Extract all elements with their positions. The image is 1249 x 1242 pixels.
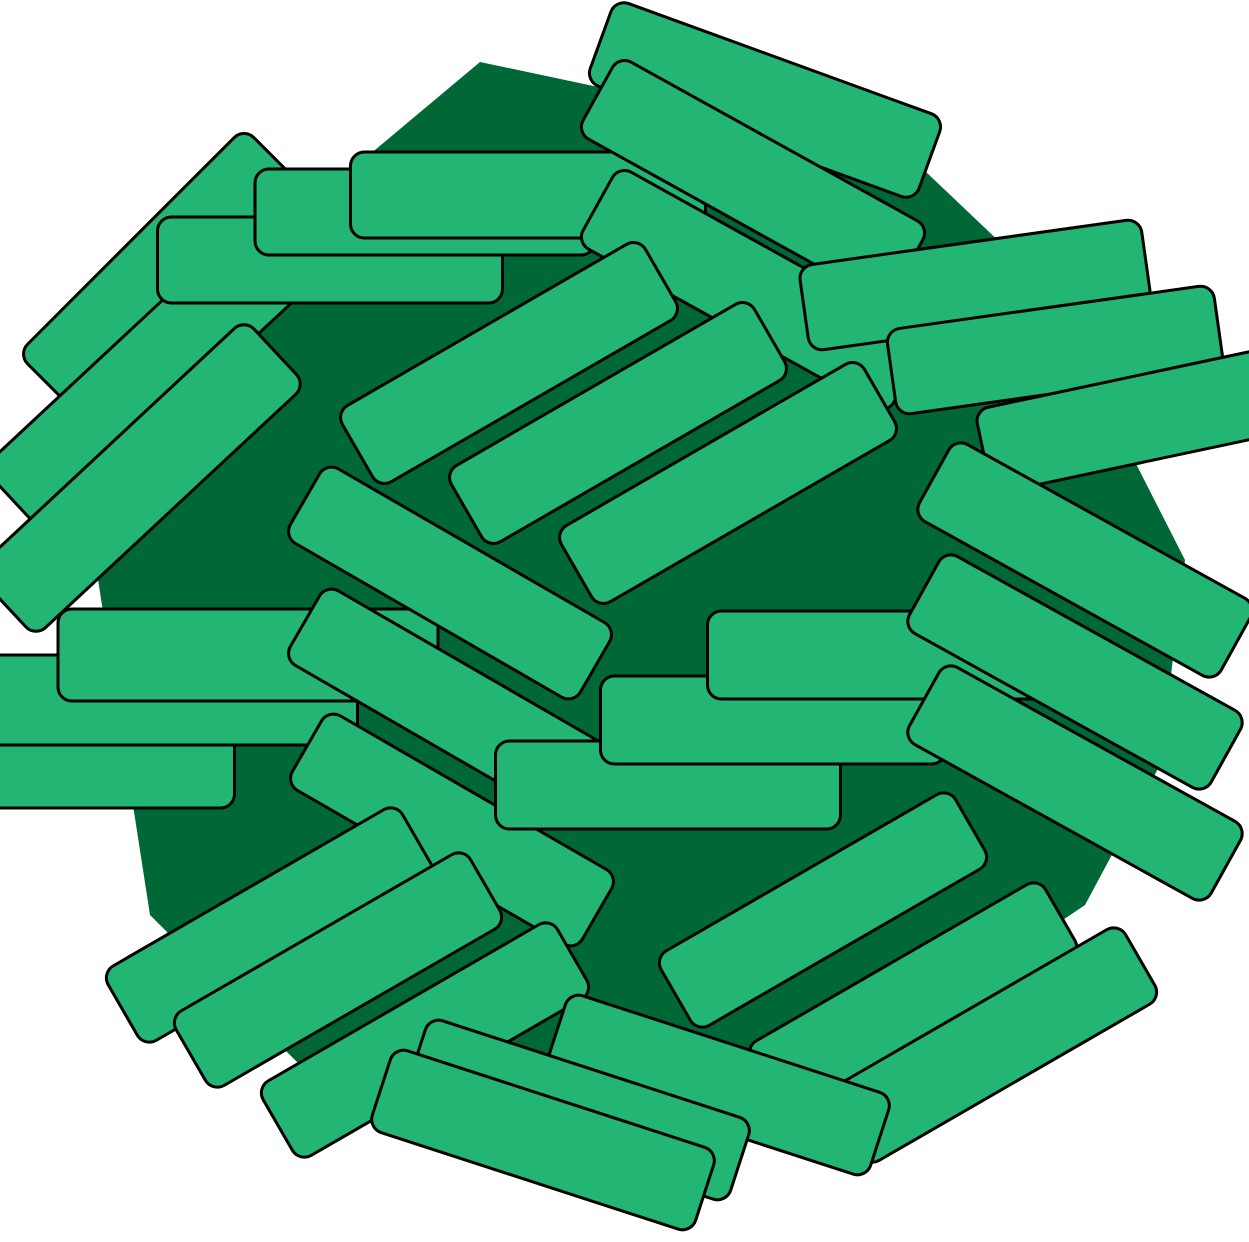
- capsomere-subunit-32: [172, 851, 504, 1089]
- capsomere-subunit-28: [657, 791, 989, 1029]
- capsomere-subunit-25: [916, 441, 1249, 679]
- capsomere-subunit-16: [339, 241, 679, 485]
- capsomere-subunit-36: [370, 1048, 716, 1232]
- capsomere-subunit-18: [558, 361, 898, 605]
- capsomere-subunit-19: [287, 465, 613, 701]
- capsomere-subunit-26: [906, 553, 1244, 791]
- capsomere-subunit-27: [906, 664, 1244, 902]
- capsomere-subunit-3: [0, 323, 302, 633]
- capsomere-subunit-17: [448, 301, 788, 545]
